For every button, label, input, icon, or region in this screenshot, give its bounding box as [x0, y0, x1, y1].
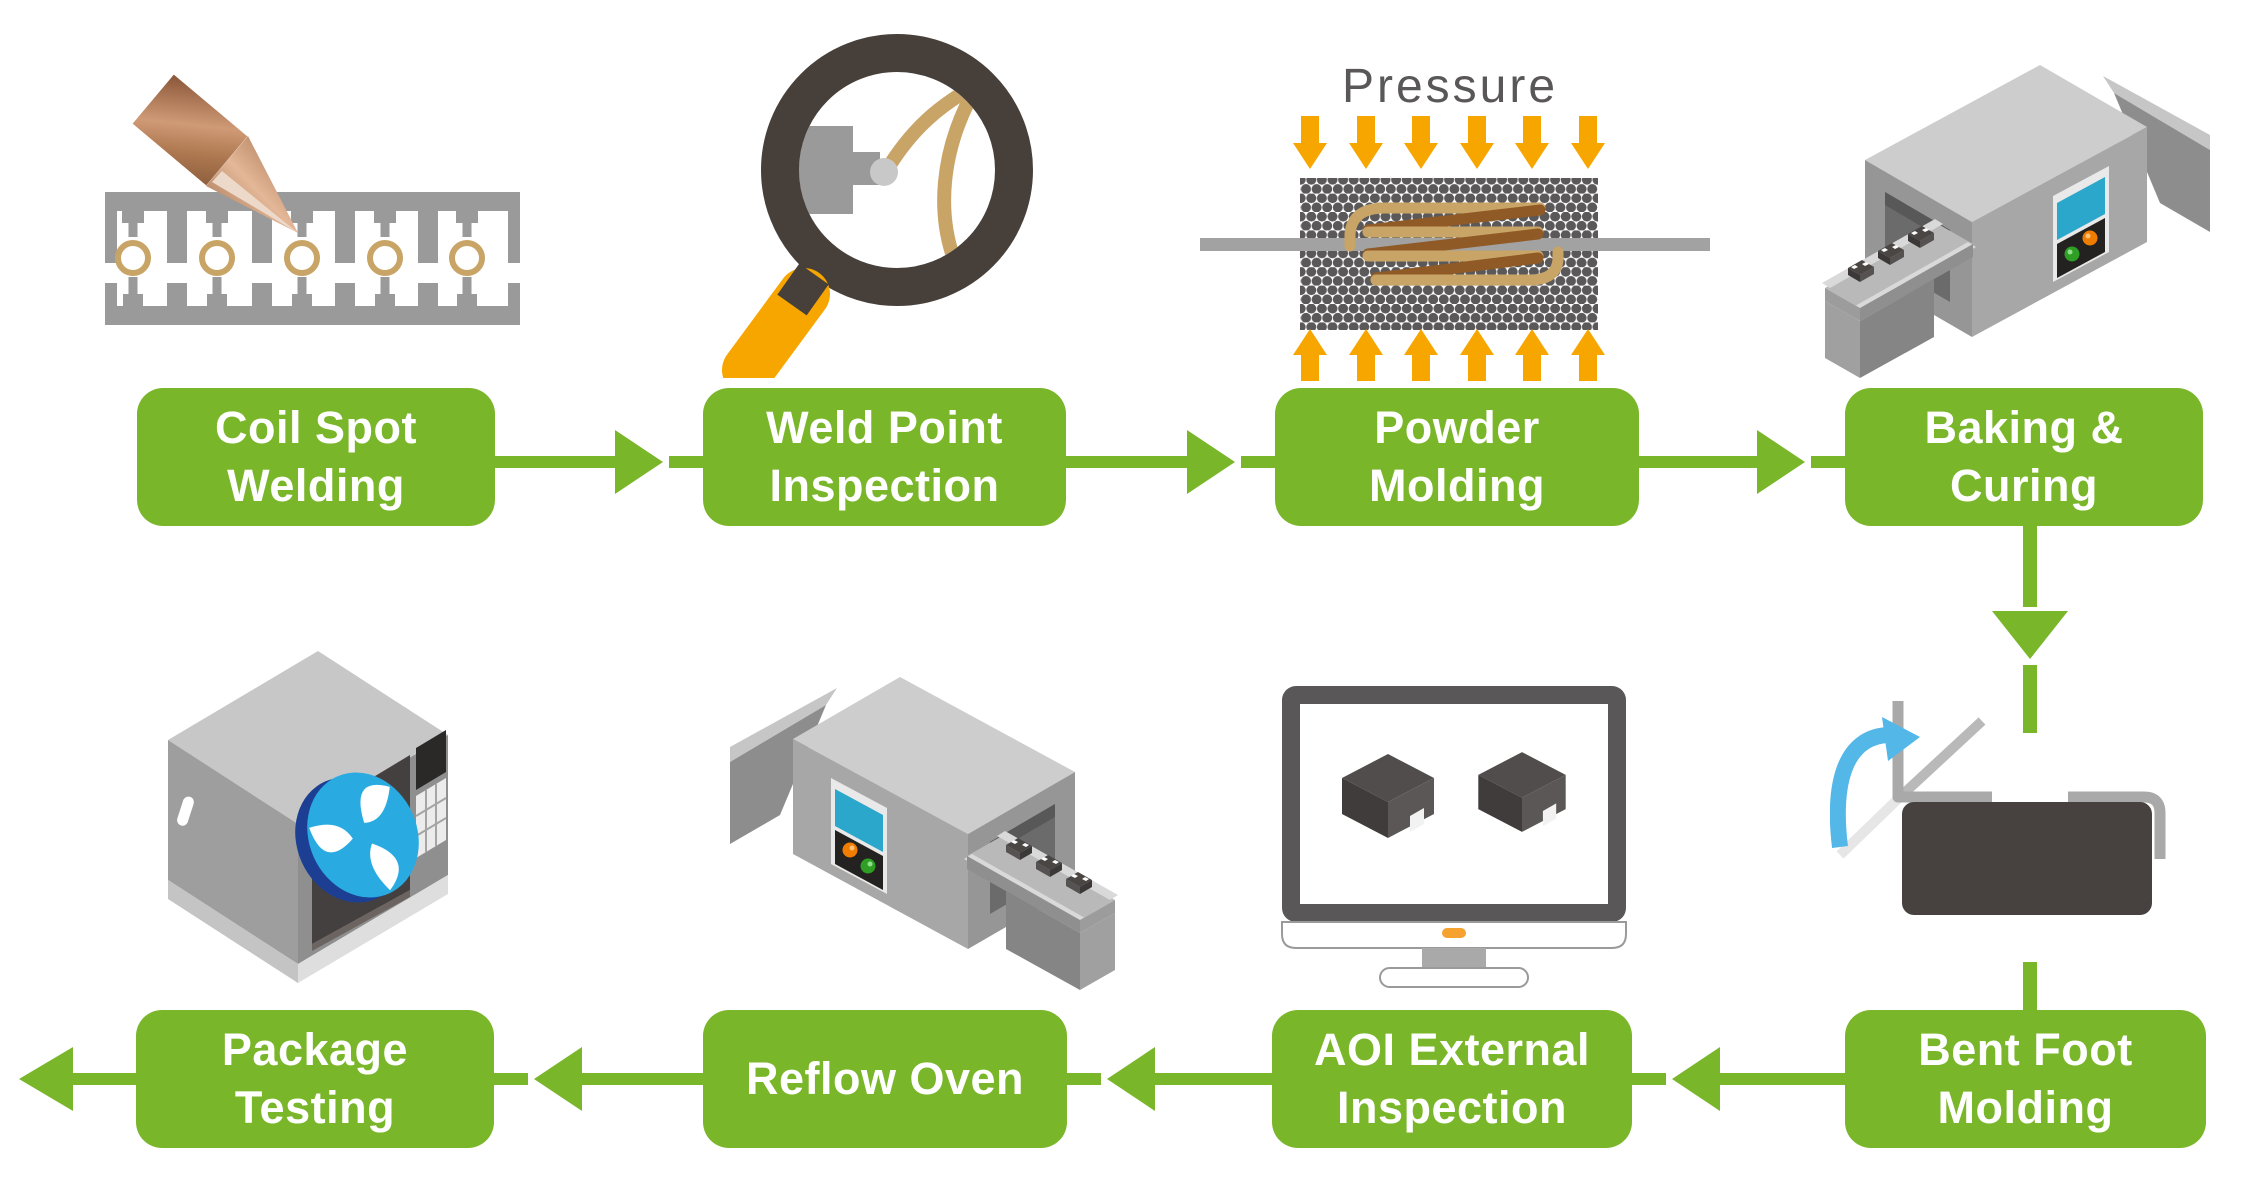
step-label-line: Inspection	[769, 460, 1000, 511]
step-label-line: AOI External	[1313, 1024, 1591, 1076]
step-label-line: Coil Spot	[215, 402, 417, 454]
step-label-line: Bent Foot	[1918, 1024, 2133, 1076]
step-label-line: Curing	[1950, 460, 2098, 511]
powder-molding-icon: Pressure	[1200, 60, 1710, 381]
arrow-left-icon	[1632, 1047, 1845, 1111]
pressure-up-arrows-icon	[1293, 329, 1605, 381]
bend-direction-arrow-icon	[1830, 717, 1920, 848]
step-label-line: Weld Point	[766, 402, 1003, 454]
pressure-down-arrows-icon	[1293, 116, 1605, 169]
step-label-line: Molding	[1937, 1082, 2114, 1133]
arrow-down-icon	[1992, 526, 2068, 733]
arrow-right-icon	[1639, 430, 1845, 494]
step-label-line: Package	[221, 1024, 409, 1076]
step-label-line: Reflow Oven	[745, 1053, 1025, 1105]
step-box-package-testing: Package Testing	[136, 1010, 494, 1148]
step-box-weld-point-inspection: Weld Point Inspection	[703, 388, 1066, 526]
step-box-powder-molding: Powder Molding	[1275, 388, 1639, 526]
step-box-bent-foot-molding: Bent Foot Molding	[1845, 1010, 2206, 1148]
step-box-baking-curing: Baking & Curing	[1845, 388, 2203, 526]
arrow-right-icon	[1066, 430, 1275, 494]
package-testing-machine-icon	[168, 651, 448, 983]
welding-tip-icon	[132, 74, 298, 233]
step-box-coil-spot-welding: Coil Spot Welding	[137, 388, 495, 526]
arrow-down-line	[2023, 962, 2037, 1010]
step-label-line: Welding	[227, 460, 405, 511]
arrow-left-exit-icon	[19, 1047, 136, 1111]
baking-oven-icon	[1810, 40, 2260, 380]
step-label-line: Powder	[1374, 402, 1540, 454]
arrow-left-icon	[1067, 1047, 1272, 1111]
monitor-button-icon	[1442, 928, 1466, 938]
magnifier-icon	[722, 34, 1033, 378]
arrow-right-icon	[495, 430, 703, 494]
bent-foot-molding-icon	[1830, 701, 2166, 915]
arrow-left-icon	[494, 1047, 703, 1111]
aoi-monitor-icon	[1281, 686, 1627, 988]
reflow-oven-icon	[680, 652, 1130, 992]
coil-spot-welding-icon	[105, 74, 520, 325]
step-box-reflow-oven: Reflow Oven	[703, 1010, 1067, 1148]
step-box-aoi-external-inspection: AOI External Inspection	[1272, 1010, 1632, 1148]
step-label-line: Baking &	[1924, 402, 2124, 454]
step-label-line: Molding	[1369, 460, 1545, 511]
step-label-line: Inspection	[1336, 1082, 1568, 1133]
pressure-label: Pressure	[1342, 60, 1558, 113]
test-fan-icon	[295, 772, 419, 903]
coil-icon	[1344, 202, 1564, 286]
step-label-line: Testing	[234, 1082, 396, 1133]
